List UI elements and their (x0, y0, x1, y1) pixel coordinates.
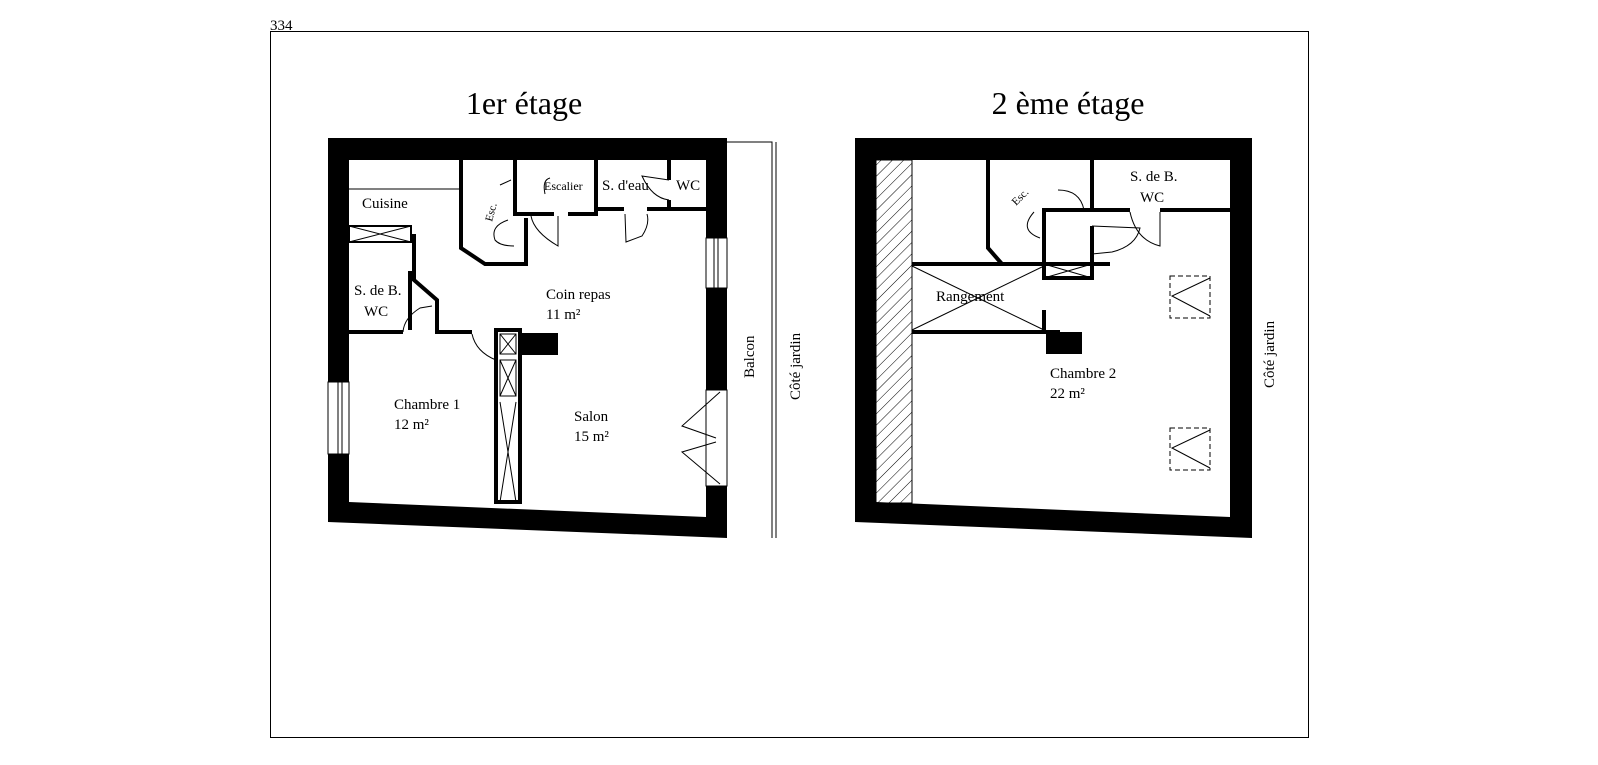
room-label: WC (1140, 190, 1164, 206)
room-label: WC (364, 304, 388, 320)
room-label: Cuisine (362, 196, 408, 212)
page-frame (270, 31, 1309, 738)
room-label: Esc. (483, 201, 499, 222)
room-label: WC (676, 178, 700, 194)
room-label: Chambre 1 (394, 397, 460, 413)
room-label: S. de B. (1130, 169, 1178, 185)
floor-2-title: 2 ème étage (992, 85, 1145, 121)
window-right (705, 237, 728, 289)
french-door (705, 389, 728, 487)
room-label: Chambre 2 (1050, 366, 1116, 382)
room-area: 11 m² (546, 307, 581, 323)
skylight (1169, 275, 1211, 319)
room-label: Esc. (1010, 186, 1032, 208)
page-number: 334 (270, 18, 293, 34)
room-area: 12 m² (394, 417, 429, 433)
room-label: Coin repas (546, 287, 611, 303)
chimney (1046, 332, 1082, 354)
room-label: Rangement (936, 289, 1005, 305)
balcony-label: Balcon (742, 335, 758, 378)
floor-1-title: 1er étage (466, 85, 582, 121)
hatched-wall (875, 159, 913, 504)
garden-side-label: Côté jardin (1262, 320, 1278, 388)
room-label: S. d'eau (602, 178, 649, 194)
room-label: S. de B. (354, 283, 402, 299)
garden-side-label: Côté jardin (788, 332, 804, 400)
balcony (727, 141, 777, 538)
room-area: 15 m² (574, 429, 609, 445)
skylight (1169, 427, 1211, 471)
room-label: Escalier (544, 179, 583, 193)
room-area: 22 m² (1050, 386, 1085, 402)
room-label: Salon (574, 409, 609, 425)
floor-2-plan: 2 ème étage (855, 85, 1278, 538)
floor-1-plan: 1er étage (327, 85, 804, 538)
chimney (520, 333, 558, 355)
